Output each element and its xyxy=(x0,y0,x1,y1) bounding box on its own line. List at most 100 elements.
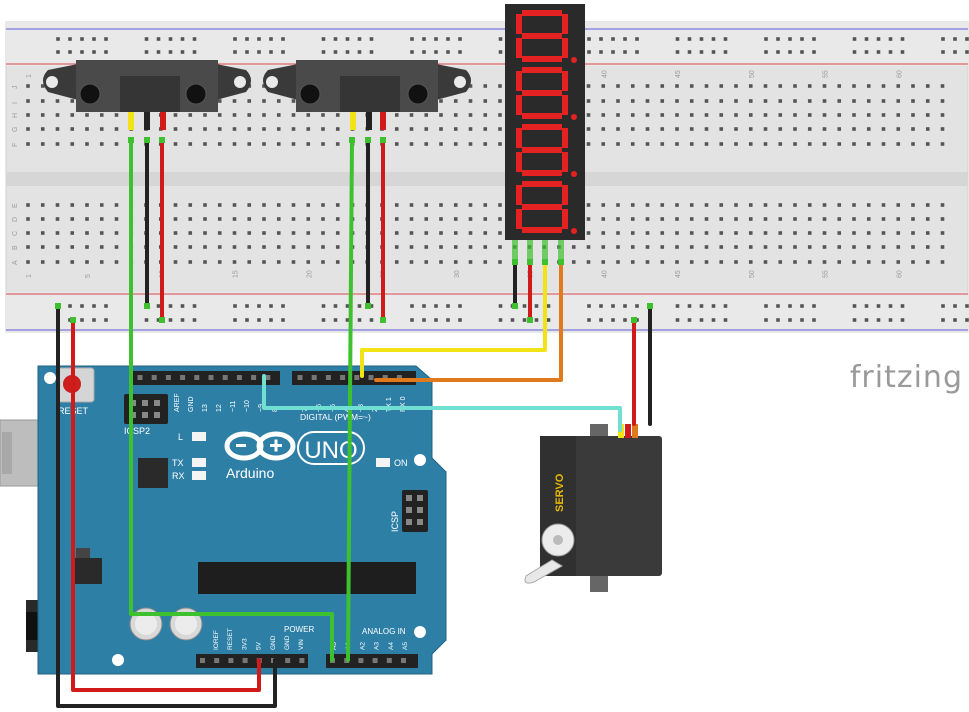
rail-hole xyxy=(699,50,704,54)
breadboard-hole xyxy=(660,113,665,117)
breadboard-hole xyxy=(719,231,724,235)
display-segment xyxy=(516,71,522,91)
rail-hole xyxy=(321,37,326,41)
breadboard-hole xyxy=(26,127,30,131)
breadboard-hole xyxy=(719,99,724,103)
rail-hole xyxy=(623,37,627,41)
power-pin-label: VIN xyxy=(298,639,305,650)
wire-endpoint xyxy=(144,303,150,309)
rail-hole xyxy=(156,304,161,308)
rail-hole xyxy=(156,50,161,54)
breadboard-hole xyxy=(866,260,871,264)
column-number: 60 xyxy=(896,270,903,278)
mount-hole xyxy=(112,654,124,666)
breadboard-hole xyxy=(734,217,738,221)
breadboard-hole xyxy=(321,217,325,221)
wire-yellow-display-d3 xyxy=(360,260,547,378)
wire-endpoint xyxy=(159,137,165,143)
rail-hole xyxy=(941,318,945,322)
breadboard-hole xyxy=(660,217,665,221)
rail-hole xyxy=(281,304,285,308)
breadboard-hole xyxy=(866,127,871,131)
rail-hole xyxy=(333,318,338,322)
breadboard-hole xyxy=(40,203,45,207)
rail-hole xyxy=(599,318,603,322)
breadboard-hole xyxy=(645,231,650,235)
analog-pin-label: A3 xyxy=(374,642,381,650)
breadboard-hole xyxy=(852,142,856,146)
rail-hole xyxy=(812,37,816,41)
rail-hole xyxy=(788,304,792,308)
rail-hole xyxy=(92,37,96,41)
breadboard-hole xyxy=(498,231,502,235)
breadboard-hole xyxy=(601,127,606,131)
rail-hole xyxy=(953,318,957,322)
breadboard-hole xyxy=(852,245,856,249)
breadboard-hole xyxy=(630,99,635,103)
breadboard-hole xyxy=(630,84,635,88)
breadboard-hole xyxy=(601,203,606,207)
breadboard-hole xyxy=(453,231,458,235)
breadboard-hole xyxy=(306,217,311,221)
breadboard-hole xyxy=(114,203,119,207)
breadboard-hole xyxy=(439,231,443,235)
rail-hole xyxy=(245,50,249,54)
rail-hole xyxy=(168,318,173,322)
ir-sensor-1 xyxy=(43,60,251,130)
wire-endpoint xyxy=(380,137,386,143)
header-pin xyxy=(401,658,406,663)
breadboard-hole xyxy=(645,203,650,207)
breadboard-hole xyxy=(114,231,119,235)
breadboard-hole xyxy=(940,99,945,103)
breadboard-hole xyxy=(822,217,827,221)
breadboard-hole xyxy=(793,203,797,207)
rail-hole xyxy=(900,304,905,308)
wire-endpoint xyxy=(527,259,533,265)
rail-hole xyxy=(458,318,462,322)
header-pin xyxy=(372,658,378,663)
breadboard-hole xyxy=(232,203,237,207)
display-segment xyxy=(516,95,522,115)
breadboard-hole xyxy=(188,245,193,249)
breadboard-hole xyxy=(173,217,178,221)
column-number: 40 xyxy=(601,70,608,78)
breadboard-hole xyxy=(188,127,193,131)
breadboard-hole xyxy=(424,217,429,221)
rail-hole xyxy=(723,304,728,308)
breadboard-hole xyxy=(630,142,635,146)
breadboard-hole xyxy=(675,99,679,103)
rail-hole xyxy=(321,318,326,322)
rail-hole xyxy=(723,50,728,54)
breadboard-hole xyxy=(335,260,340,264)
breadboard-hole xyxy=(40,245,45,249)
rail-hole xyxy=(369,318,374,322)
breadboard-hole xyxy=(291,231,296,235)
rail-hole xyxy=(953,50,957,54)
breadboard-hole xyxy=(85,142,89,146)
breadboard-hole xyxy=(571,260,576,264)
rail-hole xyxy=(104,50,108,54)
power-pin-label: GND xyxy=(284,635,291,650)
rail-hole xyxy=(446,50,450,54)
breadboard-hole xyxy=(645,260,650,264)
breadboard-hole xyxy=(793,99,797,103)
breadboard-hole xyxy=(896,113,901,117)
wire-endpoint xyxy=(380,317,386,323)
breadboard-hole xyxy=(114,245,119,249)
breadboard-hole xyxy=(453,99,458,103)
breadboard-hole xyxy=(734,142,738,146)
display-segment xyxy=(522,33,562,39)
rail-hole xyxy=(410,304,414,308)
rail-hole xyxy=(257,318,261,322)
rail-hole xyxy=(233,318,237,322)
breadboard-hole xyxy=(940,260,945,264)
breadboard-hole xyxy=(99,203,104,207)
analog-pin-label: A0 xyxy=(331,642,338,650)
rail-hole xyxy=(776,37,780,41)
icsp2-label: ICSP2 xyxy=(124,426,150,436)
breadboard-hole xyxy=(55,99,60,103)
breadboard-hole xyxy=(704,113,709,117)
breadboard-hole xyxy=(778,217,783,221)
breadboard-hole xyxy=(881,99,886,103)
